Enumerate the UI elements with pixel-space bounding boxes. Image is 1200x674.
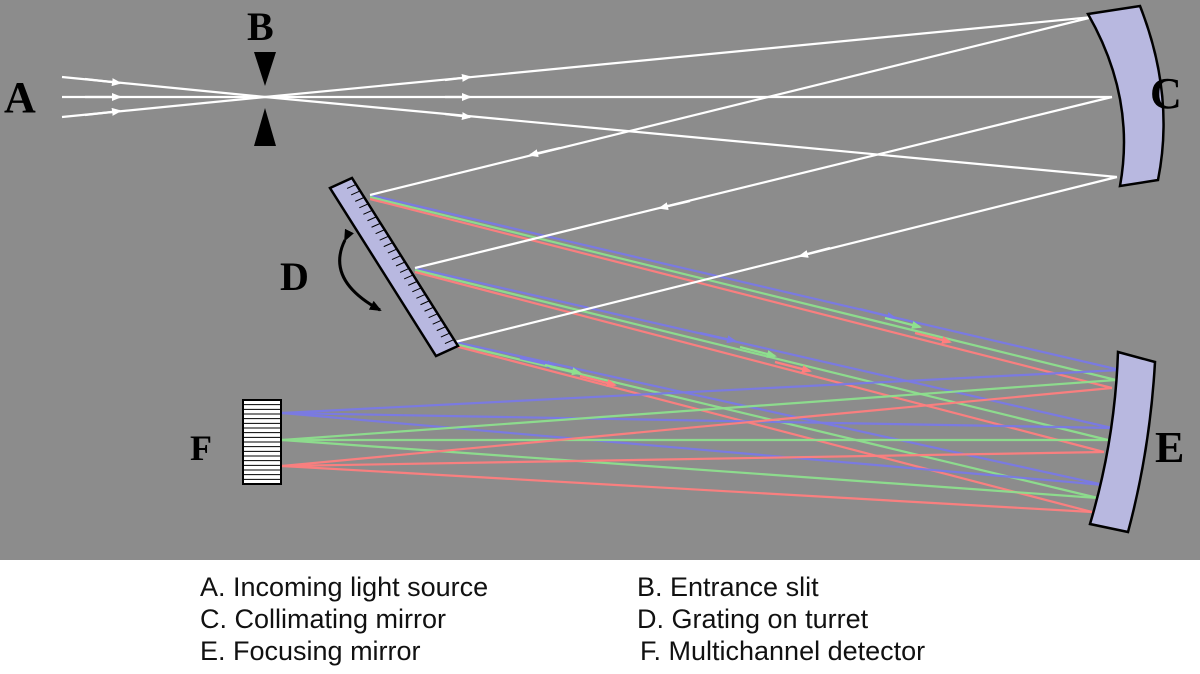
grating-ruling <box>355 196 365 202</box>
label-e: E <box>1155 423 1184 472</box>
grating-ruling <box>367 216 377 222</box>
collimated-ray <box>454 175 1118 344</box>
legend-item-d: D. Grating on turret <box>637 604 869 634</box>
label-b: B <box>247 4 274 49</box>
input-rays <box>61 15 1118 179</box>
grating-ruling <box>416 293 426 299</box>
collimated-ray <box>414 95 1113 270</box>
grating-ruling <box>371 222 381 228</box>
grating-ruling <box>350 190 361 196</box>
green-ray <box>281 438 1099 500</box>
grating-ruling <box>428 313 438 319</box>
label-a: A <box>4 73 36 122</box>
blue-ray <box>414 266 1113 430</box>
diverging-ray <box>264 95 1118 179</box>
ray-arrow <box>699 331 737 344</box>
label-d: D <box>280 254 309 299</box>
grating-ruling <box>420 300 430 306</box>
grating-ruling <box>424 306 434 312</box>
blue-ray <box>281 411 1113 430</box>
red-ray <box>281 464 1093 514</box>
grating-ruling <box>412 287 422 293</box>
rotation-arrow-icon <box>338 228 382 312</box>
green-ray <box>369 195 1117 382</box>
ray-arrow <box>528 146 561 158</box>
entrance-slit <box>254 52 276 146</box>
legend: A. Incoming light source B. Entrance sli… <box>0 560 1200 674</box>
spectrometer-diagram: A B C D E F <box>0 0 1200 560</box>
input-arrow <box>84 77 122 87</box>
grating-ruling <box>359 203 369 209</box>
ray-arrow <box>579 374 617 387</box>
ray-arrow <box>739 345 777 358</box>
ray-arrow <box>914 331 952 344</box>
blue-ray <box>281 411 1105 487</box>
collimating-mirror <box>1086 4 1165 188</box>
grating-ruling <box>403 274 414 280</box>
diffraction-grating <box>328 176 460 358</box>
dispersed-rays-to-e <box>369 193 1121 514</box>
red-ray <box>281 450 1105 468</box>
collimated-ray <box>369 15 1094 197</box>
ray-arrow <box>658 199 691 211</box>
grating-ruling <box>391 255 402 260</box>
red-ray <box>414 270 1105 454</box>
ray-arrow <box>519 356 557 369</box>
grating-ruling <box>363 209 373 215</box>
diagram-canvas: A B C D E F <box>4 4 1184 534</box>
grating-ruling <box>436 326 446 332</box>
ray-arrow <box>444 112 472 121</box>
legend-item-f: F. Multichannel detector <box>640 636 926 666</box>
blue-ray <box>281 368 1121 415</box>
diverging-ray <box>264 15 1094 99</box>
grating-body <box>328 176 460 358</box>
label-c: C <box>1150 69 1182 118</box>
legend-item-e: E. Focusing mirror <box>200 636 421 666</box>
grating-ruling <box>383 242 393 248</box>
focusing-mirror <box>1088 350 1157 534</box>
ray-arrow <box>798 246 831 258</box>
dispersed-ray-arrows <box>519 307 952 387</box>
red-ray <box>454 344 1093 514</box>
detector-pixels <box>243 404 281 480</box>
grating-ruling <box>387 248 398 254</box>
label-f: F <box>190 428 212 468</box>
ray-arrow <box>884 316 922 329</box>
grating-ruling <box>346 184 357 189</box>
grating-ruling <box>432 319 442 325</box>
green-ray <box>414 268 1109 442</box>
green-ray <box>281 378 1117 442</box>
blue-ray <box>454 340 1105 487</box>
legend-item-b: B. Entrance slit <box>637 572 819 602</box>
ray-arrow <box>859 307 897 320</box>
blue-ray <box>369 193 1121 372</box>
legend-item-c: C. Collimating mirror <box>200 604 447 634</box>
input-arrow <box>84 107 122 117</box>
grating-rulings <box>346 184 455 344</box>
ray-arrow <box>444 73 472 82</box>
red-ray <box>369 197 1113 390</box>
multichannel-detector <box>242 399 282 485</box>
ray-arrow <box>544 363 582 376</box>
collimated-rays <box>369 15 1118 344</box>
red-ray <box>281 386 1113 468</box>
grating-ruling <box>399 268 410 273</box>
slit-top-triangle <box>254 52 276 86</box>
grating-ruling <box>440 332 451 338</box>
slit-bottom-triangle <box>254 108 276 146</box>
focused-rays-to-f <box>281 368 1121 514</box>
ray-arrow <box>774 360 812 373</box>
grating-ruling <box>395 261 406 267</box>
grating-ruling <box>408 280 418 286</box>
grating-ruling <box>444 339 455 344</box>
legend-item-a: A. Incoming light source <box>200 572 489 602</box>
